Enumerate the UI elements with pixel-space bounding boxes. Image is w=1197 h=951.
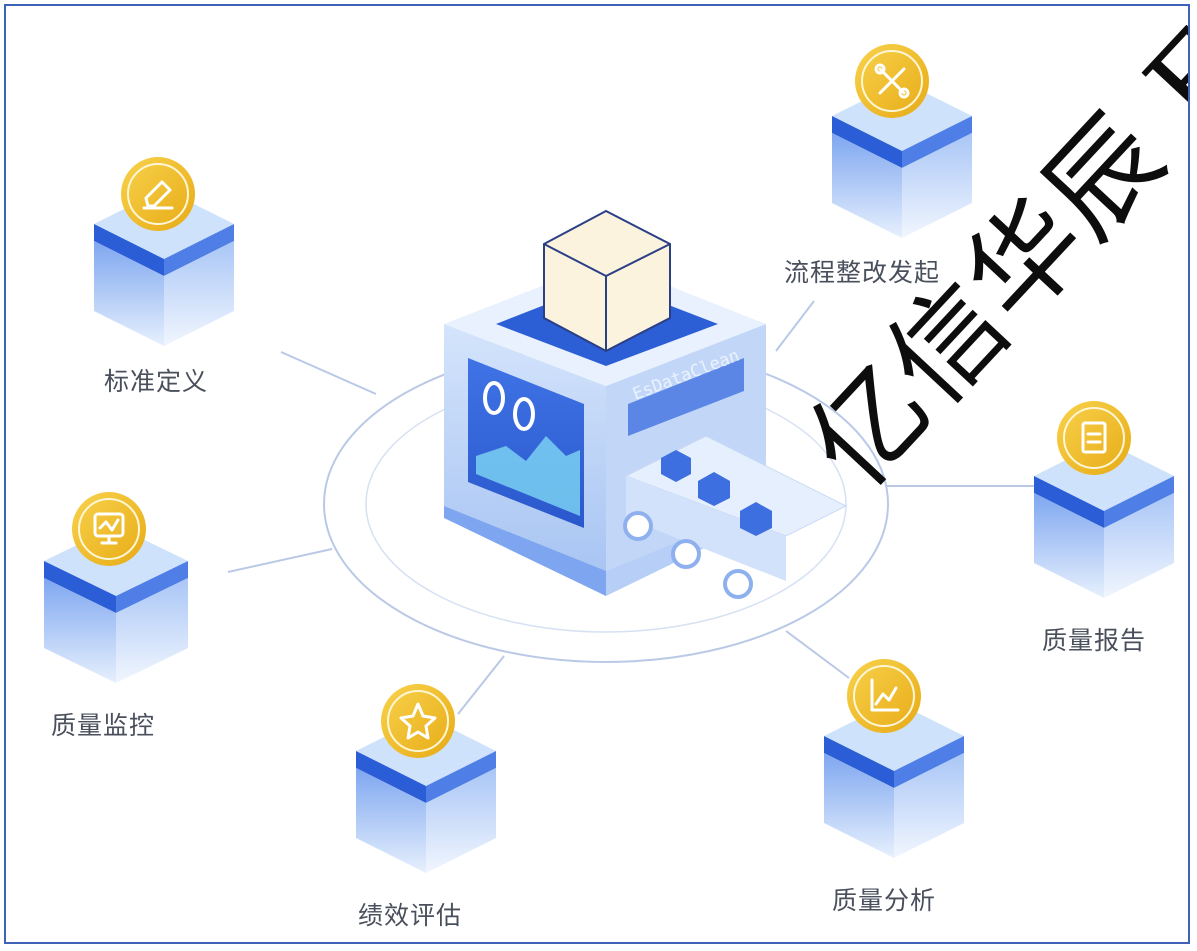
monitor-icon xyxy=(93,512,125,545)
connector-process xyxy=(775,300,815,352)
conveyor-belt xyxy=(623,435,848,599)
node-quality-monitoring xyxy=(44,492,188,683)
document-icon xyxy=(1081,421,1107,454)
star-icon xyxy=(399,702,437,740)
node-quality-report xyxy=(1034,401,1174,598)
connector-evaluation xyxy=(457,655,505,715)
pencil-icon xyxy=(142,180,174,210)
label-standard-definition: 标准定义 xyxy=(104,367,209,396)
label-performance-evaluation: 绩效评估 xyxy=(358,901,463,930)
connector-lines xyxy=(227,300,1036,715)
tools-icon xyxy=(874,63,910,99)
node-standard-definition xyxy=(94,157,234,346)
label-process-rectification: 流程整改发起 xyxy=(784,258,941,287)
diagram-canvas xyxy=(44,44,1174,873)
diagram-frame: EsDataClean 标准定义 质量监控 绩效评估 质量分析 质量报告 流程整… xyxy=(4,4,1190,944)
label-quality-analysis: 质量分析 xyxy=(832,886,937,915)
hub-top-cube xyxy=(543,209,671,353)
connector-analysis xyxy=(785,630,850,679)
label-quality-monitoring: 质量监控 xyxy=(51,711,156,740)
connector-standard xyxy=(280,351,377,395)
node-quality-analysis xyxy=(824,659,964,858)
hub-machine xyxy=(444,209,848,599)
node-performance-evaluation xyxy=(356,684,496,873)
connector-monitoring xyxy=(227,548,333,573)
label-quality-report: 质量报告 xyxy=(1042,626,1147,655)
line-chart-icon xyxy=(870,678,900,712)
hub-badge-plate xyxy=(628,358,744,436)
node-process-rectification xyxy=(832,44,972,238)
